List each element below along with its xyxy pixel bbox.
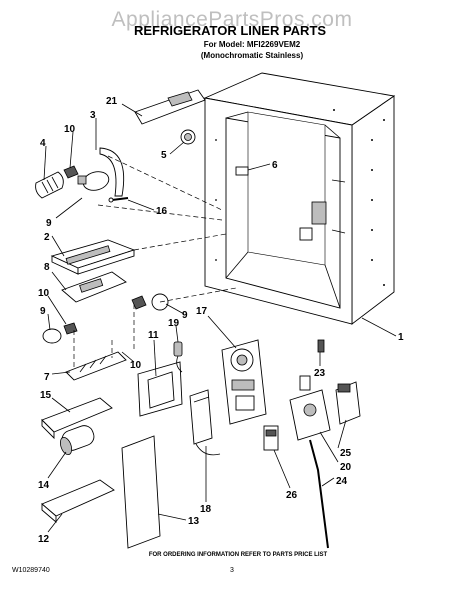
callout-3: 3	[90, 110, 96, 121]
part-3-lamp-holder	[99, 147, 125, 197]
part-6-block	[235, 166, 249, 176]
part-21-light-cover	[134, 89, 206, 125]
callout-2: 2	[44, 232, 50, 243]
page-number: 3	[230, 567, 234, 574]
part-23-clip	[317, 339, 325, 353]
callout-24: 24	[336, 476, 348, 487]
callout-21: 21	[106, 96, 118, 107]
part-18-duct	[189, 389, 221, 456]
part-15-tray	[41, 397, 113, 440]
callout-9c: 9	[182, 310, 188, 321]
part-9-bulb-left	[42, 328, 62, 344]
watermark-text: AppliancePartsPros.com	[112, 8, 353, 31]
callout-15: 15	[40, 390, 52, 401]
page-title: REFRIGERATOR LINER PARTS	[134, 23, 326, 38]
callout-7: 7	[44, 372, 50, 383]
callout-25: 25	[340, 448, 352, 459]
callout-18: 18	[200, 504, 212, 515]
part-20-valve	[289, 375, 331, 441]
part-8-housing-lower	[61, 271, 127, 303]
model-line: For Model: MFI2269VEM2	[204, 40, 301, 49]
callout-11: 11	[148, 330, 159, 341]
part-24-tube	[309, 439, 329, 549]
callout-16: 16	[156, 206, 168, 217]
callout-5: 5	[161, 150, 167, 161]
part-9-bulb-upper	[77, 171, 110, 191]
part-7-lens	[65, 351, 127, 381]
part-10-socket-right	[131, 295, 147, 310]
part-26-connector	[263, 425, 279, 451]
part-19-thermistor	[173, 341, 183, 373]
callout-19: 19	[168, 318, 180, 329]
document-number: W10289740	[12, 567, 50, 574]
callout-13: 13	[188, 516, 200, 527]
callout-10b: 10	[38, 288, 50, 299]
part-13-panel	[121, 435, 161, 549]
callout-14: 14	[38, 480, 50, 491]
callout-1: 1	[398, 332, 404, 343]
assembly-lines	[73, 155, 237, 368]
finish-line: (Monochromatic Stainless)	[201, 51, 304, 60]
callout-labels: 21 3 10 4 5 6 9 16 2 8 10 9 9 10 17 11 1…	[38, 96, 404, 545]
callout-26: 26	[286, 490, 298, 501]
callout-20: 20	[340, 462, 352, 473]
part-2-control-housing	[50, 239, 136, 275]
callout-10c: 10	[130, 360, 142, 371]
part-16-screw	[108, 197, 129, 203]
callout-8: 8	[44, 262, 50, 273]
ordering-note: FOR ORDERING INFORMATION REFER TO PARTS …	[149, 552, 328, 558]
callout-9b: 9	[40, 306, 46, 317]
leader-lines	[43, 103, 397, 533]
part-11-bracket	[137, 361, 183, 417]
part-25-bracket	[335, 381, 361, 425]
part-4-light-shield	[35, 171, 64, 199]
part-17-dispenser-assembly	[221, 339, 267, 425]
callout-17: 17	[196, 306, 208, 317]
part-10-socket-left	[63, 322, 78, 335]
part-5-socket	[180, 129, 196, 145]
callout-12: 12	[38, 534, 50, 545]
liner-cabinet	[203, 72, 396, 325]
part-10-socket-upper	[63, 165, 79, 179]
callout-4: 4	[40, 138, 46, 149]
part-14-cylinder	[59, 425, 95, 456]
part-12-tray	[41, 479, 115, 523]
callout-23: 23	[314, 368, 326, 379]
callout-9: 9	[46, 218, 52, 229]
callout-6: 6	[272, 160, 278, 171]
callout-10: 10	[64, 124, 76, 135]
